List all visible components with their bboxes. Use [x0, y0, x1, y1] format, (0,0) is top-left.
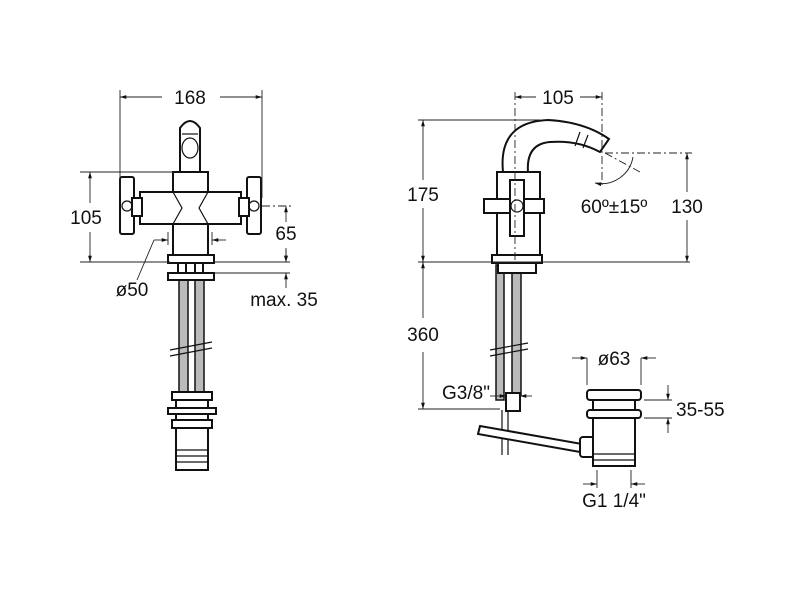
waste-diameter-label: ø63 — [598, 349, 631, 370]
width-dimension-label: 168 — [174, 88, 206, 109]
front-view-faucet — [119, 120, 262, 471]
waste-range-label: 35-55 — [676, 400, 725, 421]
reach-label: 105 — [542, 88, 574, 109]
total-height-label: 175 — [407, 185, 439, 206]
outlet-height-label: 130 — [671, 197, 703, 218]
handle-height-label: 65 — [275, 224, 296, 245]
hose-thread-label: G3/8" — [442, 383, 490, 404]
waste-thread-label: G1 1/4" — [582, 491, 646, 512]
side-view-dimensions: 105 175 130 60º±15º 360 G3/8" ø63 — [407, 88, 724, 512]
front-view-dimensions: 168 105 65 ø50 max. 35 — [70, 88, 318, 311]
hose-length-label: 360 — [407, 325, 439, 346]
angle-label: 60º±15º — [581, 197, 648, 218]
diameter-label: ø50 — [116, 280, 149, 301]
max-thickness-label: max. 35 — [250, 290, 318, 311]
height-dimension-label: 105 — [70, 208, 102, 229]
side-view-faucet — [476, 118, 642, 467]
